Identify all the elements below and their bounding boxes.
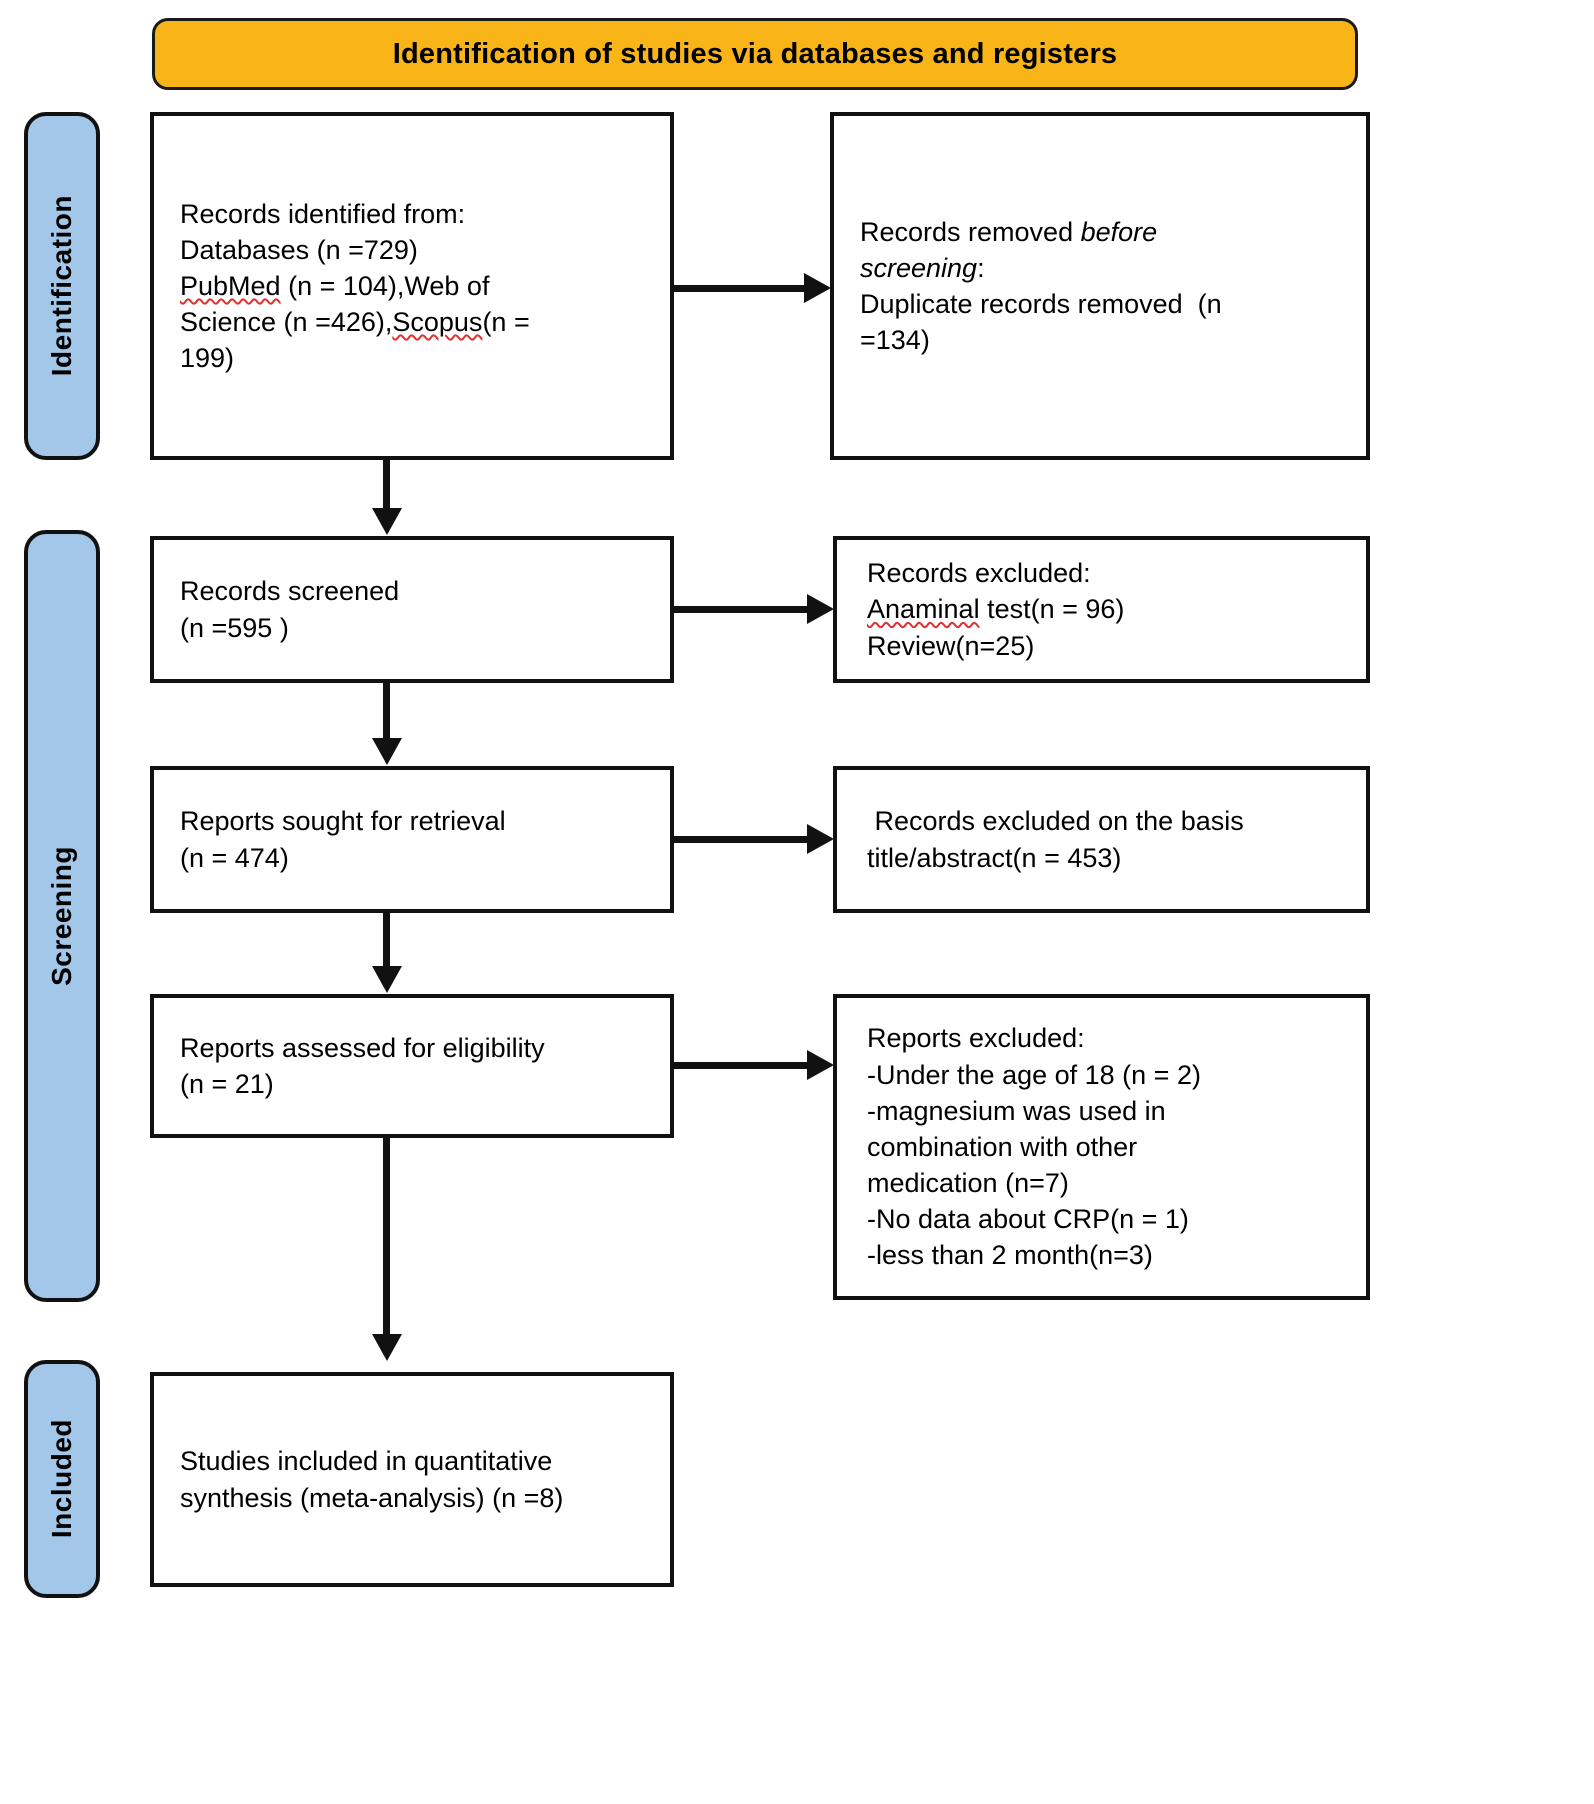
arrow-assessed-to-included-head [372, 1334, 402, 1361]
spellcheck-scopus: Scopus [392, 307, 483, 338]
spellcheck-pubmed: PubMed [180, 270, 281, 301]
box-records-screened-text: Records screened(n =595 ) [180, 576, 400, 643]
phase-label-screening-text: Screening [46, 846, 77, 986]
box-records-excluded: Records excluded:Anaminal test(n = 96)Re… [833, 536, 1370, 683]
arrow-screened-to-excluded-line [674, 606, 807, 613]
arrow-identified-to-screened-head [372, 508, 402, 535]
box-records-excluded-text: Records excluded:Anaminal test(n = 96)Re… [867, 558, 1125, 661]
arrow-screened-to-sought-head [372, 738, 402, 765]
arrow-assessed-to-included-line [383, 1138, 390, 1336]
diagram-title: Identification of studies via databases … [392, 37, 1118, 70]
phase-label-identification: Identification [24, 112, 100, 460]
phase-label-identification-text: Identification [46, 195, 77, 377]
box-reports-assessed: Reports assessed for eligibility(n = 21) [150, 994, 674, 1138]
arrow-screened-to-excluded-head [807, 594, 834, 624]
box-records-identified-text: Records identified from:Databases (n =72… [180, 198, 530, 374]
phase-label-included: Included [24, 1360, 100, 1598]
arrow-screened-to-sought-line [383, 683, 390, 740]
box-records-identified: Records identified from:Databases (n =72… [150, 112, 674, 460]
phase-label-included-text: Included [46, 1419, 77, 1539]
arrow-assessed-to-reports-excluded-head [807, 1050, 834, 1080]
arrow-identified-to-screened-line [383, 460, 390, 510]
diagram-header-banner: Identification of studies via databases … [152, 18, 1358, 90]
arrow-sought-to-assessed-line [383, 913, 390, 968]
box-reports-excluded-text: Reports excluded:-Under the age of 18 (n… [867, 1023, 1201, 1271]
arrow-identified-to-removed-head [804, 273, 831, 303]
arrow-sought-to-excluded-basis-head [807, 824, 834, 854]
box-reports-excluded: Reports excluded:-Under the age of 18 (n… [833, 994, 1370, 1300]
box-reports-assessed-text: Reports assessed for eligibility(n = 21) [180, 1032, 545, 1099]
arrow-assessed-to-reports-excluded-line [674, 1062, 807, 1069]
box-reports-sought: Reports sought for retrieval(n = 474) [150, 766, 674, 913]
box-reports-sought-text: Reports sought for retrieval(n = 474) [180, 806, 506, 873]
arrow-sought-to-assessed-head [372, 966, 402, 993]
box-records-screened: Records screened(n =595 ) [150, 536, 674, 683]
spellcheck-anaminal: Anaminal [867, 594, 980, 625]
arrow-identified-to-removed-line [674, 285, 804, 292]
phase-label-screening: Screening [24, 530, 100, 1302]
arrow-sought-to-excluded-basis-line [674, 836, 807, 843]
